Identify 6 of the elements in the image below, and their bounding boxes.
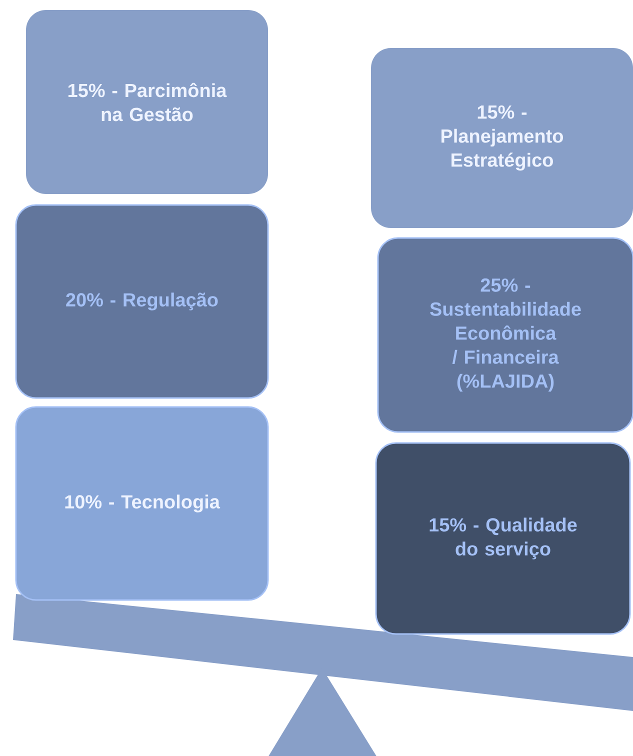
- weight-box: 25% - Sustentabilidade Econômica / Financeira (%LAJIDA): [377, 237, 633, 433]
- weight-box: 15% - Qualidade do serviço: [375, 442, 631, 635]
- weight-box: 10% - Tecnologia: [15, 406, 269, 601]
- weight-box: 15% - Parcimônia na Gestão: [26, 10, 268, 194]
- weight-box: 20% - Regulação: [15, 204, 269, 399]
- weight-box: 15% - Planejamento Estratégico: [371, 48, 633, 228]
